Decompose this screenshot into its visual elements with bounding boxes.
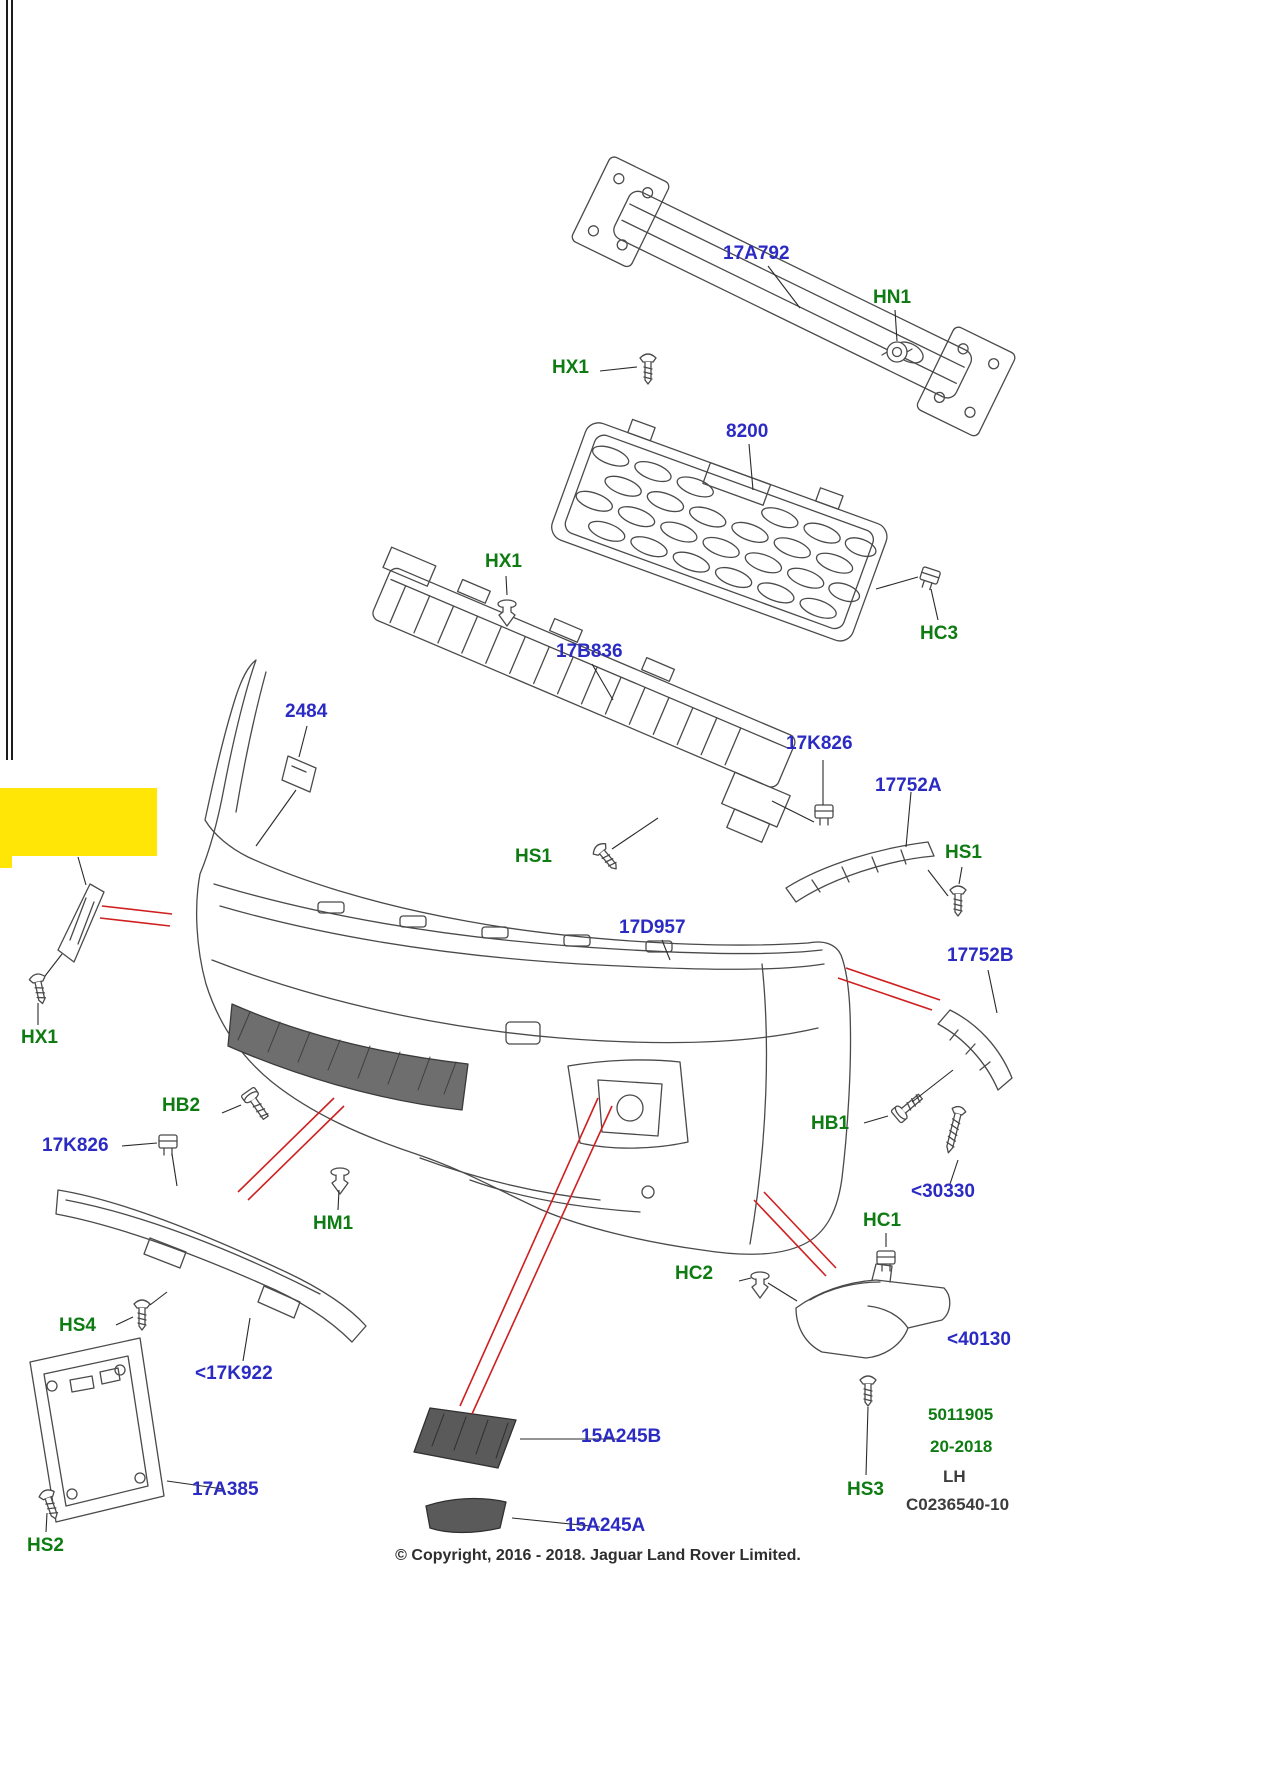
part-label-30330[interactable]: <30330	[911, 1181, 975, 1202]
hardware-label-hs1-left[interactable]: HS1	[515, 846, 552, 867]
trim-17752b-drawing	[937, 1009, 1013, 1091]
hardware-label-hs4[interactable]: HS4	[59, 1315, 96, 1336]
part-label-40130[interactable]: <40130	[947, 1329, 1011, 1350]
hardware-label-hb1[interactable]: HB1	[811, 1113, 850, 1134]
hardware-label-hc1[interactable]: HC1	[863, 1210, 902, 1231]
sheet-period: 20-2018	[930, 1437, 993, 1456]
highlight-marker[interactable]	[0, 788, 157, 868]
absorber-17b836-drawing	[372, 546, 796, 843]
page-edge-rule	[6, 0, 13, 760]
sheet-side: LH	[943, 1467, 966, 1486]
valance-17k922-drawing	[55, 1189, 367, 1343]
17k826-clip-icon-right	[814, 804, 834, 826]
hardware-label-hc3[interactable]: HC3	[920, 623, 959, 644]
hc3-clip-icon	[916, 565, 942, 592]
part-label-17a385[interactable]: 17A385	[192, 1479, 259, 1500]
hardware-label-hn1[interactable]: HN1	[873, 287, 912, 308]
hx1-pin-icon-mid	[497, 599, 517, 627]
hardware-label-hc2[interactable]: HC2	[675, 1263, 714, 1284]
part-label-15a245a[interactable]: 15A245A	[565, 1515, 646, 1536]
part-label-15a245b[interactable]: 15A245B	[581, 1426, 662, 1447]
sheet-number: 5011905	[928, 1405, 994, 1424]
part-label-17k826-right[interactable]: 17K826	[786, 733, 853, 754]
part-label-17d957[interactable]: 17D957	[619, 917, 686, 938]
part-label-17752a[interactable]: 17752A	[875, 775, 942, 796]
pointer-lines-red	[99, 905, 941, 1415]
bezel-15a245a-drawing	[425, 1497, 507, 1534]
part-label-17b836[interactable]: 17B836	[556, 641, 623, 662]
bracket-40130-drawing	[795, 1263, 951, 1359]
screw-30330-icon	[940, 1104, 968, 1156]
sheet-code: C0236540-10	[906, 1495, 1010, 1514]
license-bracket-17a385-drawing	[29, 1337, 165, 1523]
hardware-label-hs1-right[interactable]: HS1	[945, 842, 982, 863]
part-label-17k826-left[interactable]: 17K826	[42, 1135, 109, 1156]
hs1-screw-icon-right	[949, 885, 967, 917]
bumper-17d957-drawing	[195, 659, 852, 1255]
hs3-screw-icon	[859, 1375, 877, 1407]
part-label-17752b[interactable]: 17752B	[947, 945, 1014, 966]
hb2-bolt-icon	[240, 1086, 273, 1123]
hardware-label-hx1-mid[interactable]: HX1	[485, 551, 522, 572]
bezel-15a245b-drawing	[413, 1407, 517, 1469]
hardware-label-hx1-top[interactable]: HX1	[552, 357, 589, 378]
hardware-label-hx1-left[interactable]: HX1	[21, 1027, 58, 1048]
bracket-2484-drawing	[281, 755, 317, 793]
hardware-label-hm1[interactable]: HM1	[313, 1213, 354, 1234]
hs4-screw-icon	[133, 1299, 151, 1331]
copyright-text: © Copyright, 2016 - 2018. Jaguar Land Ro…	[395, 1547, 801, 1564]
hx1-screw-icon-top	[639, 353, 657, 385]
part-label-8200[interactable]: 8200	[726, 421, 769, 442]
trim-17752a-drawing	[785, 841, 935, 903]
hardware-label-hs2[interactable]: HS2	[27, 1535, 64, 1556]
grille-8200-drawing	[551, 418, 888, 642]
hc2-pin-icon	[750, 1271, 770, 1299]
part-label-17a792[interactable]: 17A792	[723, 243, 790, 264]
hm1-pin-icon	[330, 1167, 350, 1195]
hs2-screw-icon	[37, 1487, 64, 1523]
beam-17a792-drawing	[571, 156, 1016, 437]
17k826-clip-icon-left	[158, 1134, 178, 1156]
hx1-screw-icon-left	[27, 971, 52, 1006]
hardware-label-hb2[interactable]: HB2	[162, 1095, 201, 1116]
hardware-label-hs3[interactable]: HS3	[847, 1479, 884, 1500]
part-label-2484[interactable]: 2484	[285, 701, 328, 722]
part-label-17k922[interactable]: <17K922	[195, 1363, 273, 1384]
leader-lines	[37, 265, 998, 1533]
reflector-drawing	[57, 883, 105, 963]
